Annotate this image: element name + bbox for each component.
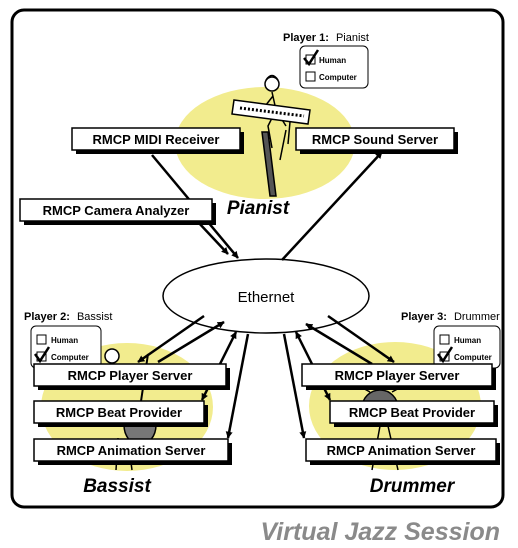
bassist-beat-provider: RMCP Beat Provider (33, 400, 208, 427)
service-midi-receiver-label: RMCP MIDI Receiver (93, 132, 220, 147)
service-camera-analyzer-label: RMCP Camera Analyzer (43, 203, 190, 218)
bassist-animation-server-label: RMCP Animation Server (57, 443, 206, 458)
player2-human-label: Human (51, 336, 78, 345)
player3-mode-panel: Human Computer (433, 325, 501, 369)
bassist-animation-server: RMCP Animation Server (33, 438, 232, 465)
bassist-beat-provider-label: RMCP Beat Provider (56, 405, 182, 420)
player1-computer-checkbox[interactable] (305, 71, 316, 82)
diagram-title: Virtual Jazz Session (261, 518, 500, 546)
service-camera-analyzer: RMCP Camera Analyzer (19, 198, 216, 225)
player1-human-label: Human (319, 56, 346, 65)
player2-header: Player 2: Bassist (24, 311, 112, 323)
arrow-ethernet-to-drum-anim (282, 333, 307, 439)
arrow-ethernet-to-bass-player (137, 314, 205, 364)
pianist-caption: Pianist (227, 198, 290, 219)
checkmark-icon (303, 49, 320, 67)
arrow-drum-player-to-ethernet (305, 322, 373, 366)
bassist-player-server-label: RMCP Player Server (68, 368, 193, 383)
player1-header: Player 1: Pianist (283, 32, 369, 44)
service-midi-receiver: RMCP MIDI Receiver (71, 127, 244, 154)
piano-icon (231, 99, 311, 197)
bassist-caption: Bassist (83, 476, 151, 497)
arrow-ethernet-to-drum-player (327, 314, 395, 364)
player2-mode-panel: Human Computer (30, 325, 102, 369)
player2-computer-label: Computer (51, 353, 89, 362)
arrow-camera-to-ethernet (197, 221, 229, 255)
ethernet-label: Ethernet (238, 289, 296, 306)
player3-computer-label: Computer (454, 353, 492, 362)
arrow-ethernet-to-sound (281, 151, 383, 261)
bassist-player-server: RMCP Player Server (33, 363, 230, 390)
player2-human-checkbox[interactable] (36, 334, 47, 345)
drummer-beat-provider-label: RMCP Beat Provider (349, 405, 475, 420)
arrow-ethernet-to-bass-anim (225, 333, 250, 439)
drummer-animation-server: RMCP Animation Server (305, 438, 500, 465)
player3-human-checkbox[interactable] (439, 334, 450, 345)
connection-arrows (137, 151, 395, 439)
checkmark-icon (33, 346, 51, 364)
checkmark-icon (436, 346, 454, 364)
drummer-animation-server-label: RMCP Animation Server (327, 443, 476, 458)
drummer-caption: Drummer (370, 476, 456, 497)
service-sound-server-label: RMCP Sound Server (312, 132, 438, 147)
drummer-beat-provider: RMCP Beat Provider (329, 400, 498, 427)
drummer-player-server: RMCP Player Server (301, 363, 496, 390)
service-sound-server: RMCP Sound Server (295, 127, 458, 154)
drummer-player-server-label: RMCP Player Server (335, 368, 460, 383)
player3-human-label: Human (454, 336, 481, 345)
player1-computer-label: Computer (319, 73, 357, 82)
arrow-bass-player-to-ethernet (157, 320, 225, 364)
ethernet-cloud (162, 258, 370, 334)
player3-header: Player 3: Drummer (401, 311, 500, 323)
player1-mode-panel: Human Computer (299, 45, 369, 89)
